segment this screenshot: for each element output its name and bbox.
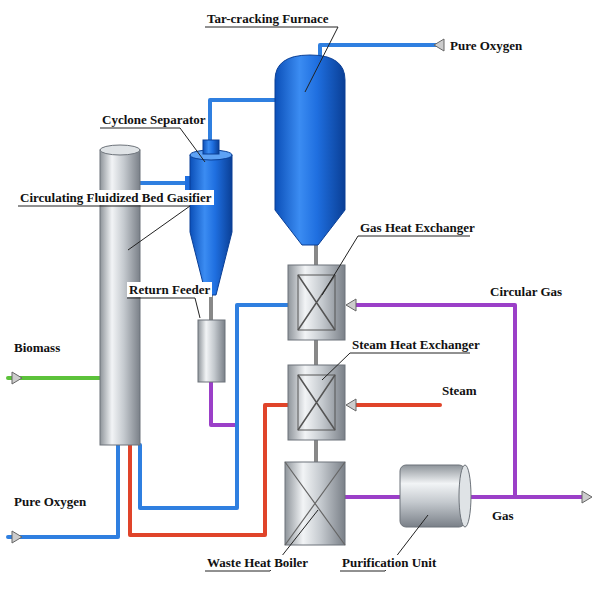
part-label: Circulating Fluidized Bed Gasifier	[18, 190, 214, 205]
part-label: Steam	[440, 383, 479, 398]
part-label: Pure Oxygen	[448, 38, 524, 53]
part-label: Tar-cracking Furnace	[205, 11, 330, 26]
part-label: Waste Heat Boiler	[205, 555, 310, 570]
part-label: Gas	[490, 508, 516, 523]
part-label: Gas Heat Exchanger	[358, 220, 477, 235]
part-label: Biomass	[12, 340, 62, 355]
part-label: Pure Oxygen	[12, 494, 88, 509]
part-label: Circular Gas	[488, 284, 564, 299]
part-label: Purification Unit	[340, 555, 438, 570]
part-label: Cyclone Separator	[100, 112, 208, 127]
part-label: Steam Heat Exchanger	[350, 337, 482, 352]
part-label: Return Feeder	[127, 282, 212, 297]
